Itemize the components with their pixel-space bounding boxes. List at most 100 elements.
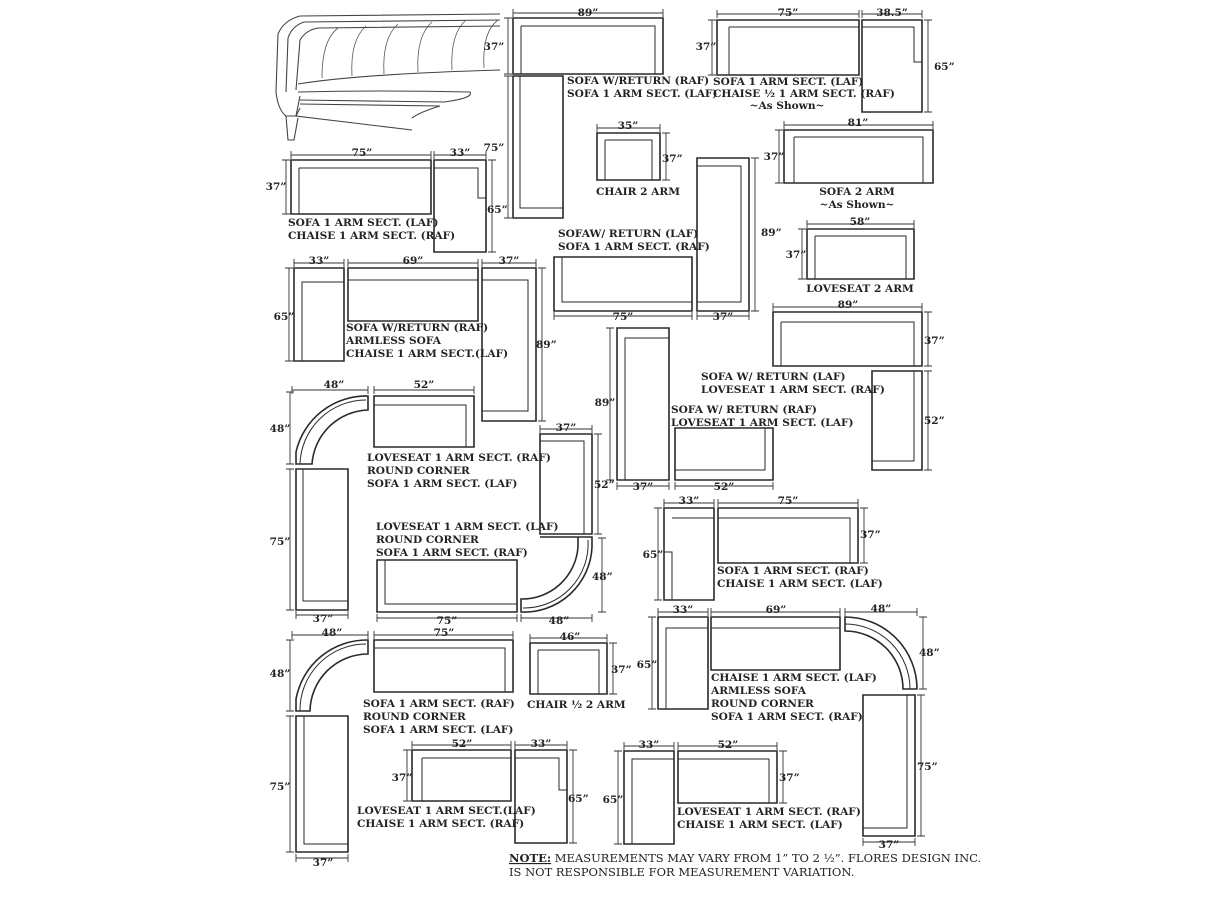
dim-length: 65” [603,794,624,806]
config-label: LOVESEAT 1 ARM SECT. (LAF) [376,521,558,533]
dim-width: 52” [452,738,473,750]
dim-width: 75” [434,627,455,639]
config-label: LOVESEAT 1 ARM SECT.(LAF) [357,805,536,817]
dim-width: 52” [718,739,739,751]
dim-depth: 37” [779,772,800,784]
dim-length: 65” [637,659,658,671]
dim-width: 37” [633,481,654,493]
dim-depth: 48” [270,423,291,435]
dim-width: 69” [403,255,424,267]
dim-width: 75” [778,7,799,19]
config-label: SOFA 1 ARM SECT. (LAF) [288,217,438,229]
dim-width: 33” [309,255,330,267]
config-label: ROUND CORNER [711,698,814,710]
config-chaise-armless-corner-sofa: 33” 69” 48” 65” 48” 75” 37” CHAISE 1 ARM… [637,603,940,851]
config-label: CHAISE 1 ARM SECT. (LAF) [717,578,883,590]
dim-length: 75” [270,536,291,548]
config-chair-2-arm: 35” 37” CHAIR 2 ARM [596,120,683,198]
config-label: CHAISE 1 ARM SECT. (RAF) [357,818,524,830]
config-loveseat-round-corner-sofa: 48” 52” 48” 75” 37” LOVESEAT 1 ARM SECT.… [270,379,551,625]
config-label: CHAIR 2 ARM [596,186,680,198]
dim-width: 75” [437,615,458,627]
config-label: SOFA 1 ARM SECT. (RAF) [376,547,528,559]
dim-length: 52” [924,415,945,427]
config-chaise-armless-return: 33” 69” 37” 65” 89” SOFA W/RETURN (RAF) … [274,255,557,422]
dim-width: 37” [879,839,900,851]
dim-width: 37” [499,255,520,267]
dim-length: 89” [761,227,782,239]
dim-width: 89” [838,299,859,311]
config-label: LOVESEAT 1 ARM SECT. (RAF) [701,384,885,396]
note-line-1: NOTE: MEASUREMENTS MAY VARY FROM 1” TO 2… [509,851,981,865]
dim-width: 75” [778,495,799,507]
dim-width: 37” [556,422,577,434]
config-sofa-with-return-raf: 89” 37” 75” SOFA W/RETURN (RAF) SOFA 1 A… [484,7,717,219]
config-note: ~As Shown~ [750,100,825,112]
config-label: ARMLESS SOFA [710,685,807,697]
dim-depth: 37” [860,529,881,541]
dim-width: 52” [414,379,435,391]
dim-length: 75” [270,781,291,793]
config-sofa-chaise-half: 75” 38.5” 37” 65” SOFA 1 ARM SECT. (LAF)… [696,7,955,113]
dim-depth: 37” [696,41,717,53]
dim-width: 52” [714,481,735,493]
config-label: ROUND CORNER [363,711,466,723]
config-return-raf-loveseat-laf: 89” 37” 52” SOFA W/ RETURN (RAF) LOVESEA… [595,327,853,493]
dim-depth: 37” [764,151,785,163]
config-label: SOFA 1 ARM SECT. (RAF) [558,241,710,253]
config-sofa-round-corner-sofa: 48” 75” 48” 75” 37” SOFA 1 ARM SECT. (RA… [270,627,515,869]
dim-width: 37” [713,311,734,323]
config-label: LOVESEAT 1 ARM SECT. (LAF) [671,417,853,429]
dim-length: 65” [487,204,508,216]
dim-depth: 37” [266,181,287,193]
config-sofa-return-loveseat: 89” 37” 52” SOFA W/ RETURN (LAF) LOVESEA… [701,299,945,471]
config-label: SOFA W/RETURN (RAF) [567,75,709,87]
config-label: LOVESEAT 2 ARM [806,283,914,295]
dim-length: 65” [568,793,589,805]
dim-width: 46” [560,631,581,643]
config-label: SOFA W/ RETURN (LAF) [701,371,846,383]
dim-length: 65” [934,61,955,73]
config-label: CHAISE 1 ARM SECT. (RAF) [288,230,455,242]
config-label: CHAISE 1 ARM SECT. (LAF) [677,819,843,831]
config-label: SOFA 1 ARM SECT. (LAF) [363,724,513,736]
config-label: ROUND CORNER [367,465,470,477]
dim-width: 89” [578,7,599,19]
config-label: ROUND CORNER [376,534,479,546]
dim-depth: 37” [611,664,632,676]
config-label: SOFA W/ RETURN (RAF) [671,404,817,416]
dim-width: 58” [850,216,871,228]
config-label: SOFAW/ RETURN (LAF) [558,228,698,240]
dim-width: 33” [639,739,660,751]
dim-depth: 37” [484,41,505,53]
config-label: SOFA W/RETURN (RAF) [346,322,488,334]
config-loveseat-raf-chaise-laf: 33” 52” 65” 37” LOVESEAT 1 ARM SECT. (RA… [603,739,861,845]
config-label: SOFA 2 ARM [819,186,895,198]
dim-length: 89” [595,397,616,409]
note-label: NOTE: [509,851,551,865]
config-note: ~As Shown~ [820,199,895,211]
config-label: SOFA 1 ARM SECT. (LAF) [367,478,517,490]
config-label: LOVESEAT 1 ARM SECT. (RAF) [367,452,551,464]
dim-depth: 37” [392,772,413,784]
dim-width: 75” [352,147,373,159]
dim-width: 48” [322,627,343,639]
dim-width: 33” [679,495,700,507]
dim-width: 48” [324,379,345,391]
config-label: SOFA 1 ARM SECT. (RAF) [363,698,515,710]
dim-width: 48” [871,603,892,615]
note-line-2: IS NOT RESPONSIBLE FOR MEASUREMENT VARIA… [509,865,854,879]
dim-width: 35” [618,120,639,132]
dim-depth: 48” [270,668,291,680]
dim-width: 81” [848,117,869,129]
config-label: LOVESEAT 1 ARM SECT. (RAF) [677,806,861,818]
config-sofa-2-arm: 81” 37” SOFA 2 ARM ~As Shown~ [764,117,934,211]
dim-return: 75” [484,142,505,154]
dim-width: 75” [613,311,634,323]
dim-width: 33” [673,604,694,616]
note-text: MEASUREMENTS MAY VARY FROM 1” TO 2 ½”. F… [551,851,981,865]
dim-depth: 48” [919,647,940,659]
dim-depth: 37” [924,335,945,347]
dim-length: 52” [594,479,615,491]
